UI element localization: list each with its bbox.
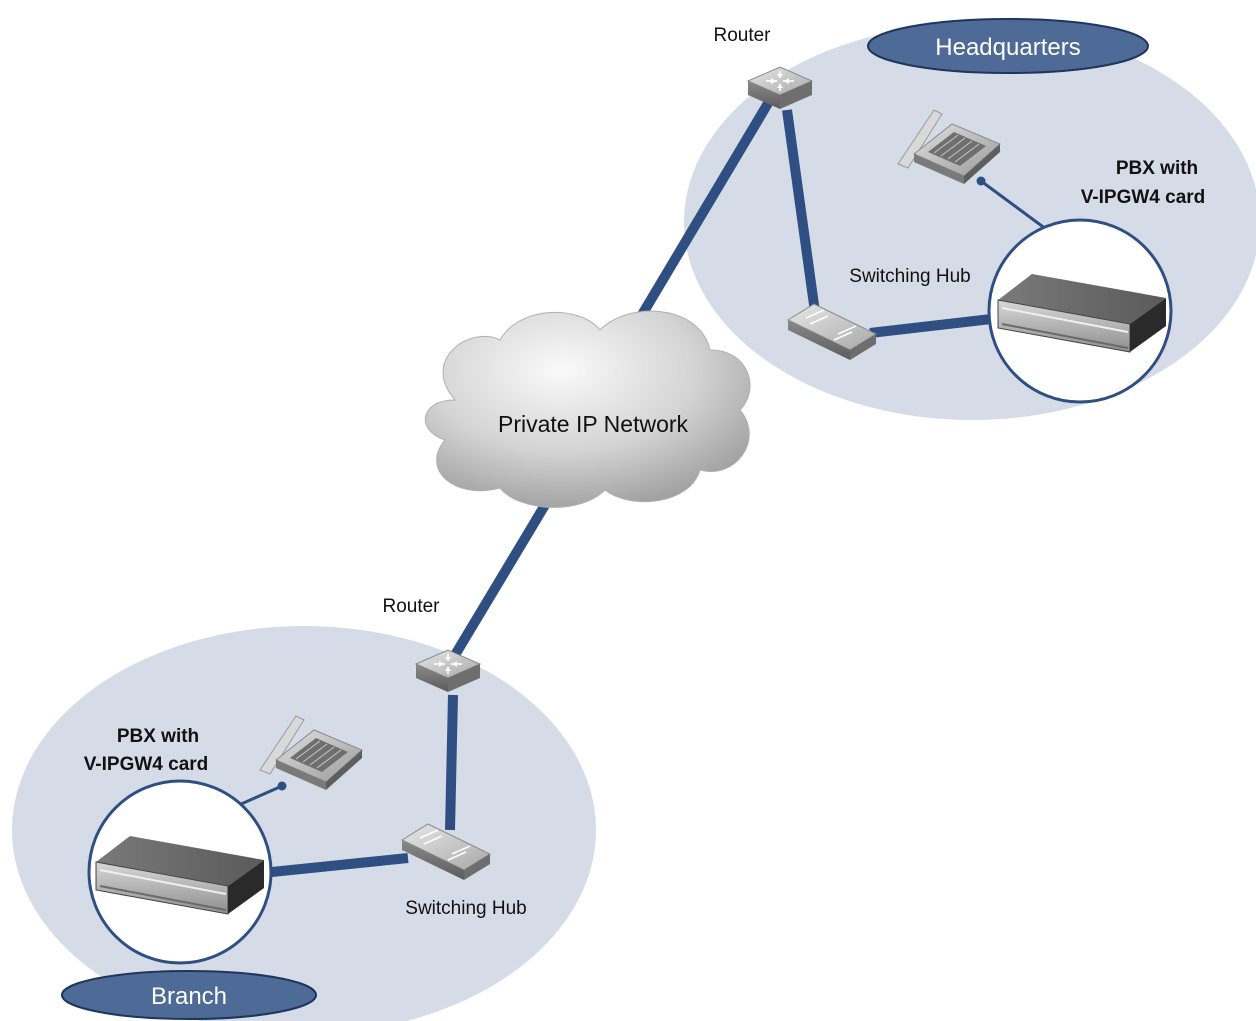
hq-router: Router	[713, 25, 813, 110]
hq-router-label: Router	[713, 25, 771, 46]
link-cloud-branch-router	[447, 497, 553, 663]
hq-pbx-label-line2: V-IPGW4 card	[1081, 187, 1206, 208]
link-branch-router-hub	[445, 694, 458, 831]
cloud-label: Private IP Network	[498, 411, 689, 437]
branch-router-label: Router	[382, 596, 440, 617]
branch-pbx-label-line1: PBX with	[117, 726, 199, 747]
hq-pbx: PBX with V-IPGW4 card	[987, 158, 1206, 404]
branch-pbx-label-line2: V-IPGW4 card	[84, 754, 209, 775]
cloud-icon: Private IP Network	[424, 310, 751, 508]
headquarters-badge: Headquarters	[867, 18, 1149, 74]
branch-router: Router	[382, 596, 481, 693]
branch-badge: Branch	[61, 970, 317, 1020]
branch-switching-hub: Switching Hub	[401, 823, 527, 919]
branch-site-area	[12, 626, 596, 1021]
headquarters-badge-label: Headquarters	[935, 34, 1080, 61]
branch-hub-label: Switching Hub	[405, 898, 526, 919]
hq-pbx-label-line1: PBX with	[1116, 158, 1198, 179]
hq-switching-hub: Switching Hub	[787, 266, 971, 361]
branch-pbx: PBX with V-IPGW4 card	[84, 726, 273, 965]
link-hq-hub-pbx	[869, 313, 1001, 338]
link-hq-router-hub	[782, 109, 820, 313]
branch-badge-label: Branch	[151, 983, 227, 1010]
link-branch-hub-pbx	[261, 853, 409, 878]
hq-hub-label: Switching Hub	[849, 266, 970, 287]
